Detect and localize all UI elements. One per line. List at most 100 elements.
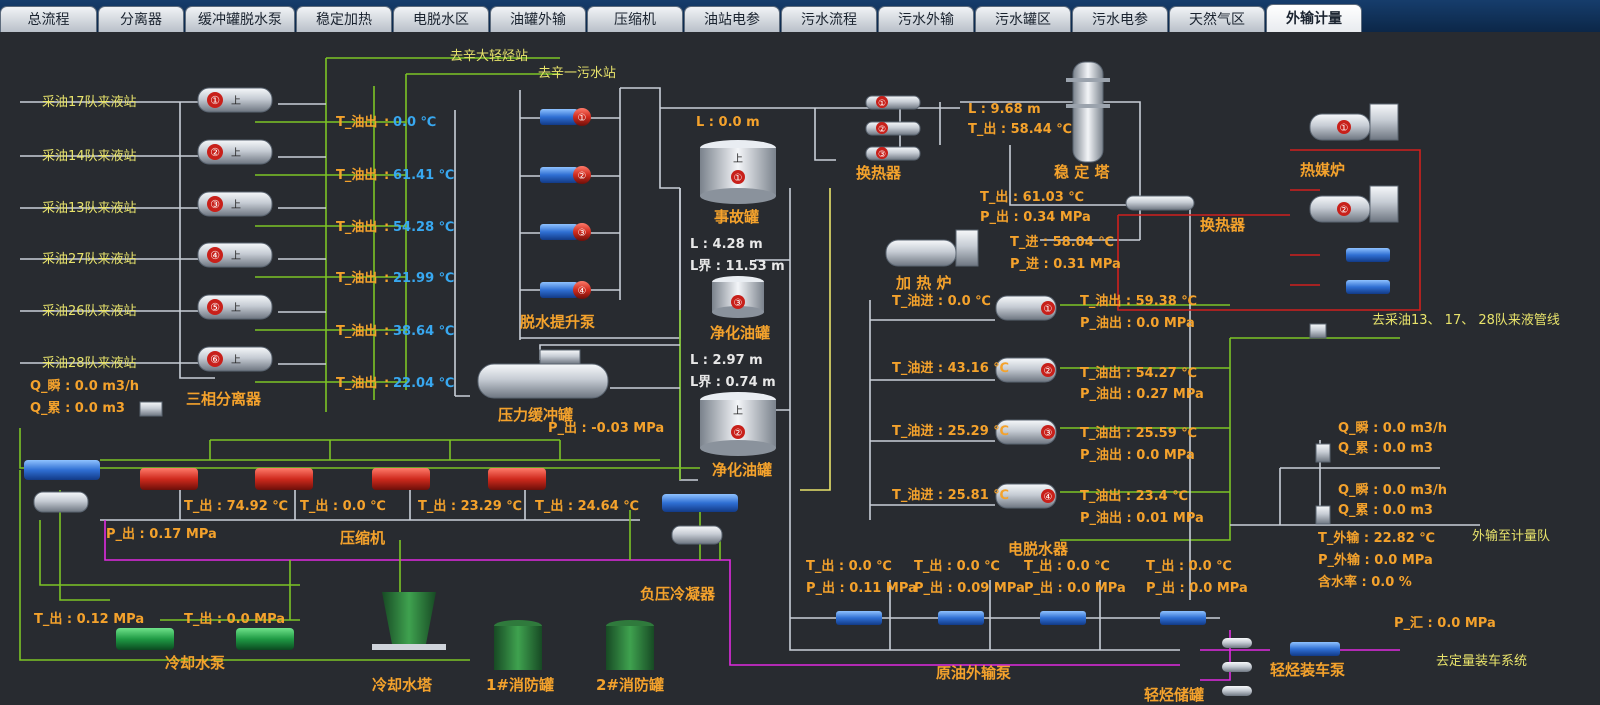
vacuum-condenser[interactable]	[662, 494, 738, 512]
separator-6[interactable]: ⑥ 上	[197, 346, 273, 372]
tab-compressor[interactable]: 压缩机	[587, 6, 683, 32]
accident-tank-name: 事故罐	[714, 208, 759, 226]
export-pump-4-temp: T_出 : 0.0 ℃	[1146, 558, 1232, 574]
separator-3[interactable]: ③ 上	[197, 191, 273, 217]
hot-oil-pump-1[interactable]	[1346, 248, 1390, 262]
inlet-q-total: Q_累 : 0.0 m3	[30, 400, 125, 416]
dehydrator-3[interactable]: ③	[995, 419, 1057, 445]
separator-3-badge: ③	[210, 198, 220, 211]
to-pipeline-label: 去采油13、 17、 28队来液管线	[1372, 313, 1560, 328]
lhc-tank-3[interactable]	[1222, 686, 1252, 696]
left-separator-drum[interactable]	[33, 491, 89, 513]
svg-text::: :	[384, 168, 389, 183]
tab-sewage-tanks[interactable]: 污水罐区	[975, 6, 1071, 32]
heat-exchanger-top-1[interactable]: ①	[865, 95, 921, 110]
dehydrator-4[interactable]: ④	[995, 483, 1057, 509]
pipe-network	[19, 57, 1480, 681]
sep6-temp-value: 22.04 ℃	[393, 376, 454, 391]
tab-oil-electric[interactable]: 油站电参	[684, 6, 780, 32]
tab-overview[interactable]: 总流程	[0, 6, 97, 32]
export-pump-3[interactable]	[1040, 611, 1086, 625]
cooling-tower-name: 冷却水塔	[372, 676, 433, 694]
sep2-temp-label: T_油出	[336, 167, 377, 183]
lift-pump-4[interactable]: ④	[540, 281, 591, 299]
hot-oil-furnace-2[interactable]: ②	[1309, 185, 1399, 223]
heat-exchanger-right[interactable]	[1125, 195, 1195, 211]
separator-1[interactable]: ① 上	[197, 87, 273, 113]
stabilizer[interactable]	[1066, 61, 1110, 163]
tab-sewage-export[interactable]: 污水外输	[878, 6, 974, 32]
vacuum-drum[interactable]	[671, 525, 723, 545]
meter2-q-total: Q_累 : 0.0 m3	[1338, 502, 1433, 518]
inlet-flowmeter-icon[interactable]	[139, 401, 163, 417]
hot-oil-pump-2[interactable]	[1346, 280, 1390, 294]
heater-name: 加 热 炉	[895, 274, 951, 292]
lift-pump-4-badge: ④	[578, 286, 587, 297]
accident-tank[interactable]: ① 上	[700, 140, 776, 204]
sep4-temp-value: 21.99 ℃	[393, 271, 454, 286]
lift-pumps: ① ② ③ ④ 脱水提升泵	[520, 108, 595, 331]
cooling-pumps-name: 冷却水泵	[165, 654, 225, 672]
heat-exchanger-top-2[interactable]: ②	[865, 121, 921, 136]
separator-5[interactable]: ⑤ 上	[197, 294, 273, 320]
tab-dehydration[interactable]: 电脱水区	[393, 6, 489, 32]
dehydrator-2[interactable]: ②	[995, 357, 1057, 383]
buffer-tank[interactable]: 压力缓冲罐 P_出 : -0.03 MPa	[477, 349, 664, 436]
export-pump-4[interactable]	[1160, 611, 1206, 625]
clean-tank-3[interactable]: ③	[712, 276, 764, 318]
lhc-dest-label: 去定量装车系统	[1436, 653, 1527, 669]
clean-tank-2[interactable]: ② 上	[700, 392, 776, 456]
cooling-tower[interactable]	[372, 592, 446, 650]
tab-sewage-electric[interactable]: 污水电参	[1072, 6, 1168, 32]
left-condenser[interactable]	[24, 460, 100, 480]
tab-sewage-flow[interactable]: 污水流程	[781, 6, 877, 32]
clean-tank-3-level: L : 4.28 m	[690, 237, 763, 252]
heater[interactable]	[885, 229, 979, 267]
hot-oil-furnace-1[interactable]: ①	[1309, 103, 1399, 141]
separator-readings: T_油出 : 0.0 ℃ T_油出 : 61.41 ℃ T_油出 : 54.28…	[336, 114, 454, 391]
tab-separator[interactable]: 分离器	[98, 6, 184, 32]
lhc-tank-2[interactable]	[1222, 662, 1252, 672]
svg-text:上: 上	[231, 199, 241, 211]
meter2-valve-icon[interactable]	[1315, 505, 1331, 525]
cooling-pump-2-reading: T_出 : 0.0 MPa	[184, 611, 285, 627]
sep3-temp-value: 54.28 ℃	[393, 220, 454, 235]
heat-exchanger-top-3[interactable]: ③	[865, 146, 921, 161]
compressor-3[interactable]	[372, 468, 430, 490]
svg-text:③: ③	[1044, 428, 1053, 439]
lift-pump-1[interactable]: ①	[540, 108, 591, 126]
compressor-4[interactable]	[488, 468, 546, 490]
lift-pump-3[interactable]: ③	[540, 223, 591, 241]
clean-tank-3-interface: L界 : 11.53 m	[690, 258, 785, 274]
fire-tank-2-name: 2#消防罐	[596, 676, 664, 694]
export-pump-1[interactable]	[836, 611, 882, 625]
heater-p-in: P_进 : 0.31 MPa	[1010, 257, 1121, 272]
compressor-1[interactable]	[140, 468, 198, 490]
svg-text:④: ④	[1044, 492, 1053, 503]
compressor-1-temp: T_出 : 74.92 ℃	[184, 498, 288, 514]
compressor-2[interactable]	[255, 468, 313, 490]
tab-buffer-pumps[interactable]: 缓冲罐脱水泵	[185, 6, 295, 32]
svg-text:上: 上	[231, 147, 241, 159]
separator-2[interactable]: ② 上	[197, 139, 273, 165]
heater-t-out: T_出 : 61.03 ℃	[980, 189, 1084, 205]
cooling-pump-1[interactable]	[116, 628, 174, 650]
dehydrator-1[interactable]: ①	[995, 295, 1057, 321]
separator-4[interactable]: ④ 上	[197, 242, 273, 268]
pipeline-meter-icon[interactable]	[1309, 323, 1327, 339]
tab-export-metering[interactable]: 外输计量	[1266, 4, 1362, 32]
buffer-tank-pressure: P_出 : -0.03 MPa	[548, 420, 664, 436]
tab-stable-heating[interactable]: 稳定加热	[296, 6, 392, 32]
lhc-loading-pump[interactable]	[1290, 642, 1340, 656]
tab-tank-export[interactable]: 油罐外输	[490, 6, 586, 32]
lhc-tank-1[interactable]	[1222, 638, 1252, 648]
lift-pump-2[interactable]: ②	[540, 166, 591, 184]
meter1-valve-icon[interactable]	[1315, 443, 1331, 463]
svg-text::: :	[384, 115, 389, 130]
fire-tank-2[interactable]	[606, 620, 654, 670]
cooling-pump-2[interactable]	[236, 628, 294, 650]
tab-gas-area[interactable]: 天然气区	[1169, 6, 1265, 32]
clean-tank-3-name: 净化油罐	[710, 324, 770, 342]
fire-tank-1[interactable]	[494, 620, 542, 670]
export-pump-2[interactable]	[938, 611, 984, 625]
